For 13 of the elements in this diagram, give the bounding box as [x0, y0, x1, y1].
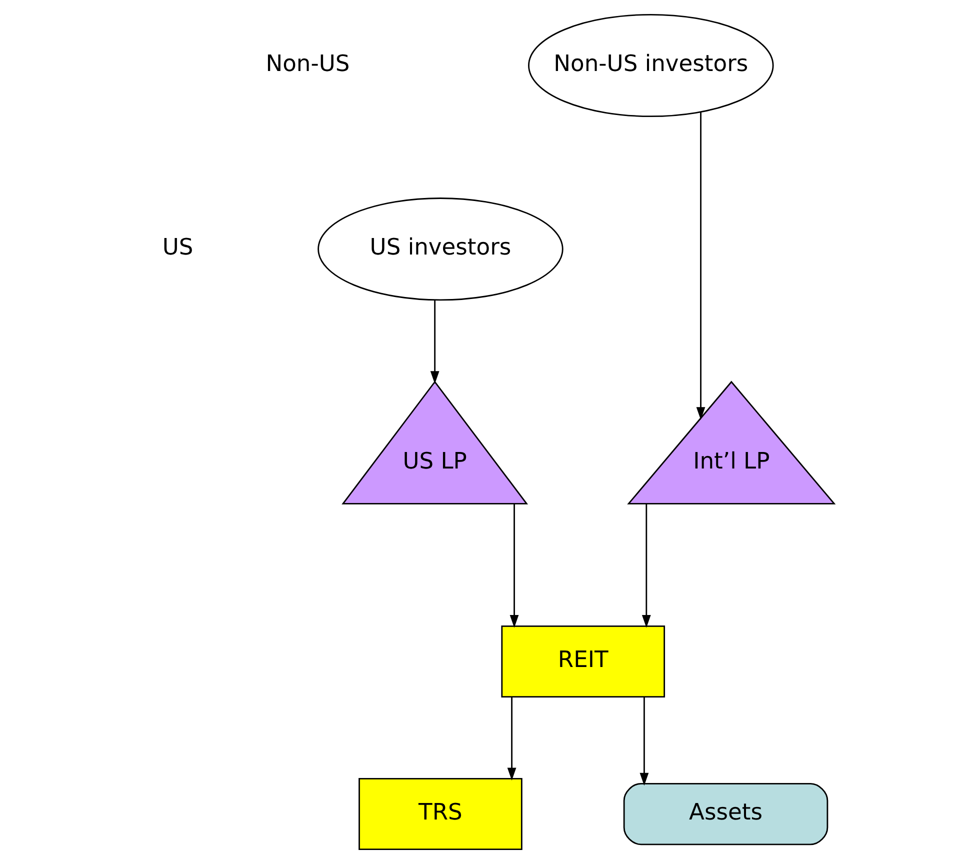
- node-ellipse: Non-US investors: [528, 13, 774, 117]
- arrow: [507, 696, 516, 780]
- node-box: TRS: [358, 778, 522, 850]
- arrow: [640, 696, 649, 786]
- label: US: [162, 234, 194, 260]
- arrow: [642, 503, 651, 628]
- node-box: Assets: [623, 782, 828, 845]
- label: Non-US: [266, 50, 350, 76]
- arrow: [510, 503, 519, 628]
- arrow: [430, 300, 440, 384]
- node-box: REIT: [501, 625, 666, 698]
- arrow: [696, 112, 706, 420]
- node-ellipse: US investors: [318, 197, 564, 300]
